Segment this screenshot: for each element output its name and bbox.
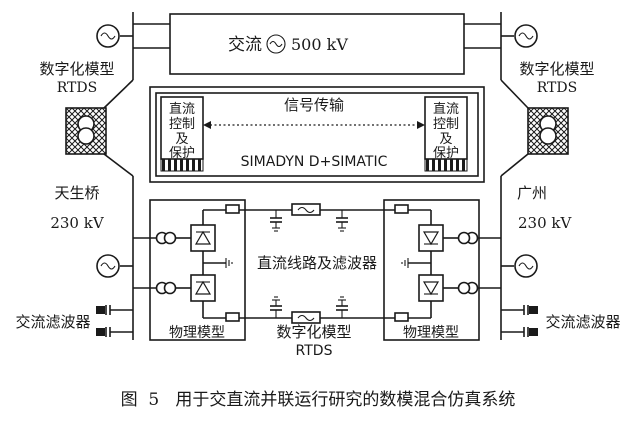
right-control-line4: 保护 [433, 146, 459, 161]
left-rtds-label-2: RTDS [57, 80, 97, 96]
right-control-line1: 直流 [433, 102, 459, 117]
right-physical-model-label: 物理模型 [403, 325, 459, 341]
left-rtds-label-1: 数字化模型 [39, 60, 114, 78]
left-physical-model-label: 物理模型 [169, 325, 225, 341]
left-filter-label: 交流滤波器 [15, 313, 90, 331]
dc-line-rtds-label-2: RTDS [296, 343, 333, 359]
left-station-voltage: 230 kV [50, 214, 104, 232]
left-physical-model: 物理模型 [133, 199, 292, 341]
ac-500kv-system: 交流 500 kV [96, 12, 538, 80]
dc-line-and-filters: 直流线路及滤波器 数字化模型 RTDS [257, 203, 377, 359]
signal-arrow-left-icon [203, 121, 211, 129]
left-filter-upper-icon [96, 306, 105, 314]
left-control-line4: 保护 [169, 146, 195, 161]
left-ac-filters: 交流滤波器 [15, 305, 133, 337]
ac-symbol-icon [266, 34, 286, 54]
left-control-line3: 及 [175, 132, 188, 147]
left-rtds-column: 数字化模型 RTDS 天生桥 230 kV [39, 60, 134, 340]
ac-system-voltage: 500 kV [291, 35, 348, 54]
right-filter-lower-icon [529, 328, 538, 336]
right-valve-lower-icon [418, 274, 444, 302]
left-valve-lower-icon [190, 274, 216, 302]
left-control-line2: 控制 [169, 117, 195, 132]
dc-line-label: 直流线路及滤波器 [257, 254, 377, 272]
dc-line-rtds-label-1: 数字化模型 [276, 323, 351, 341]
left-control-connector-icon [160, 158, 204, 172]
right-rtds-column: 数字化模型 RTDS 广州 230 kV [500, 60, 595, 340]
right-control-line3: 及 [439, 132, 452, 147]
left-filter-lower-icon [96, 328, 105, 336]
control-system-box: 直流 控制 及 保护 直流 控制 及 保护 信号传输 SIMADYN D+SIM… [149, 86, 485, 183]
right-ac-filters: 交流滤波器 [501, 305, 621, 337]
right-station-name: 广州 [517, 184, 547, 202]
right-control-connector-icon [424, 158, 468, 172]
right-filter-label: 交流滤波器 [545, 313, 620, 331]
control-platform-label: SIMADYN D+SIMATIC [241, 154, 388, 170]
ac-system-box [169, 13, 465, 75]
right-rtds-label-1: 数字化模型 [519, 60, 594, 78]
left-control-line1: 直流 [169, 102, 195, 117]
right-control-line2: 控制 [433, 117, 459, 132]
right-rtds-label-2: RTDS [537, 80, 577, 96]
left-valve-upper-icon [190, 224, 216, 252]
ac-system-label: 交流 [228, 35, 262, 55]
signal-arrow-right-icon [417, 121, 425, 129]
right-filter-upper-icon [529, 306, 538, 314]
signal-transfer-label: 信号传输 [284, 96, 344, 114]
right-station-voltage: 230 kV [518, 214, 572, 232]
figure-caption: 图 5 用于交直流并联运行研究的数模混合仿真系统 [121, 390, 516, 410]
right-physical-model: 物理模型 [320, 199, 501, 341]
left-station-name: 天生桥 [54, 184, 99, 202]
right-valve-upper-icon [418, 224, 444, 252]
